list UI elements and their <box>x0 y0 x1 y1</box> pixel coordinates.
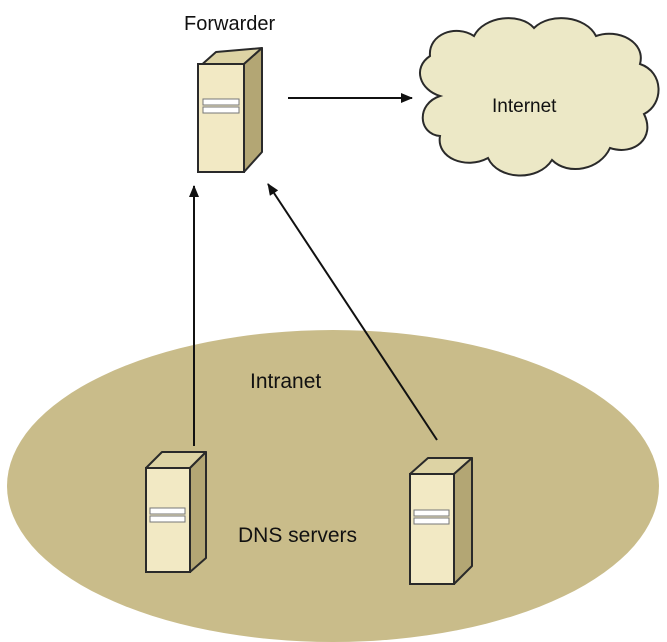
dns-server-left-icon <box>145 451 207 573</box>
intranet-label: Intranet <box>250 370 321 393</box>
dns-servers-label: DNS servers <box>238 524 357 547</box>
internet-label: Internet <box>492 96 557 117</box>
intranet-region <box>7 330 659 642</box>
dns-server-right-icon <box>409 457 473 585</box>
forwarder-server-icon <box>197 47 263 173</box>
arrow-right-dns-to-forwarder <box>267 183 438 441</box>
internet-cloud-icon <box>419 17 660 177</box>
forwarder-label: Forwarder <box>184 13 275 35</box>
